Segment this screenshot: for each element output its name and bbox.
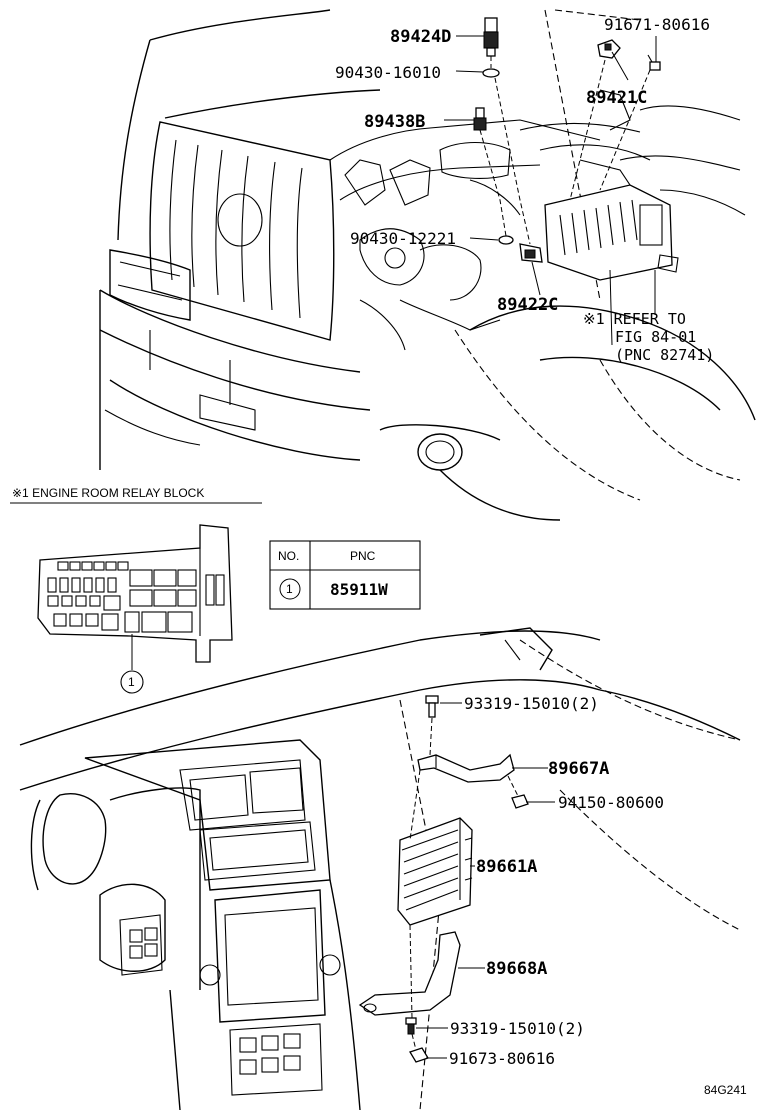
- washer-90430-12221: [498, 235, 514, 245]
- refer-note-line2: FIG 84-01: [615, 328, 696, 346]
- upper-leader-lines: [444, 35, 657, 346]
- table-row-no: 1: [286, 582, 293, 596]
- figure-code: 84G241: [704, 1083, 747, 1097]
- callout-89668a: 89668A: [486, 959, 547, 979]
- callout-89438b: 89438B: [364, 112, 425, 132]
- ecu-89661a: [397, 817, 473, 926]
- table-row-pnc: 85911W: [330, 580, 388, 599]
- bolt-93319-15010-lower: [405, 1017, 417, 1035]
- relay-callout-number: 1: [128, 675, 135, 689]
- refer-note-line3: (PNC 82741): [615, 346, 714, 364]
- callout-91671-80616: 91671-80616: [604, 15, 710, 34]
- bracket-89668a: [358, 931, 461, 1016]
- lower-leader-lines: [409, 702, 555, 1059]
- table-header-no: NO.: [278, 549, 299, 563]
- callout-90430-16010: 90430-16010: [335, 63, 441, 82]
- relay-block-inset: [10, 502, 262, 694]
- sensor-89438b: [473, 107, 487, 131]
- relay-callout-circle: [120, 670, 144, 694]
- callout-91673-80616: 91673-80616: [449, 1049, 555, 1068]
- dashboard-body: [19, 627, 741, 1111]
- callout-94150-80600: 94150-80600: [558, 793, 664, 812]
- sensor-89422c: [519, 243, 543, 263]
- sensor-89421c: [597, 39, 621, 59]
- refer-note-line1: ※1 REFER TO: [583, 310, 686, 328]
- vehicle-front-body: [99, 9, 756, 521]
- callout-labels: 89424D 90430-16010 91671-80616 89421C 89…: [12, 15, 747, 1097]
- bolt-91671-80616: [647, 54, 661, 71]
- callout-89667a: 89667A: [548, 759, 609, 779]
- bracket-89667a: [417, 753, 515, 783]
- pnc-table-frame: [269, 540, 421, 610]
- bolt-93319-15010-upper: [425, 695, 439, 718]
- callout-90430-12221: 90430-12221: [350, 229, 456, 248]
- nut-94150-80600: [511, 794, 529, 809]
- callout-93319-15010-lower: 93319-15010(2): [450, 1019, 585, 1038]
- callout-89422c: 89422C: [497, 295, 558, 315]
- relay-block-title: ※1 ENGINE ROOM RELAY BLOCK: [12, 486, 204, 500]
- callout-89424d: 89424D: [390, 27, 451, 47]
- relay-block-installed: [544, 184, 679, 281]
- table-header-pnc: PNC: [350, 549, 376, 563]
- callout-89661a: 89661A: [476, 857, 537, 877]
- switch-89424d: [483, 17, 499, 57]
- washer-90430-16010: [482, 68, 500, 78]
- callout-89421c: 89421C: [586, 88, 647, 108]
- callout-93319-15010-upper: 93319-15010(2): [464, 694, 599, 713]
